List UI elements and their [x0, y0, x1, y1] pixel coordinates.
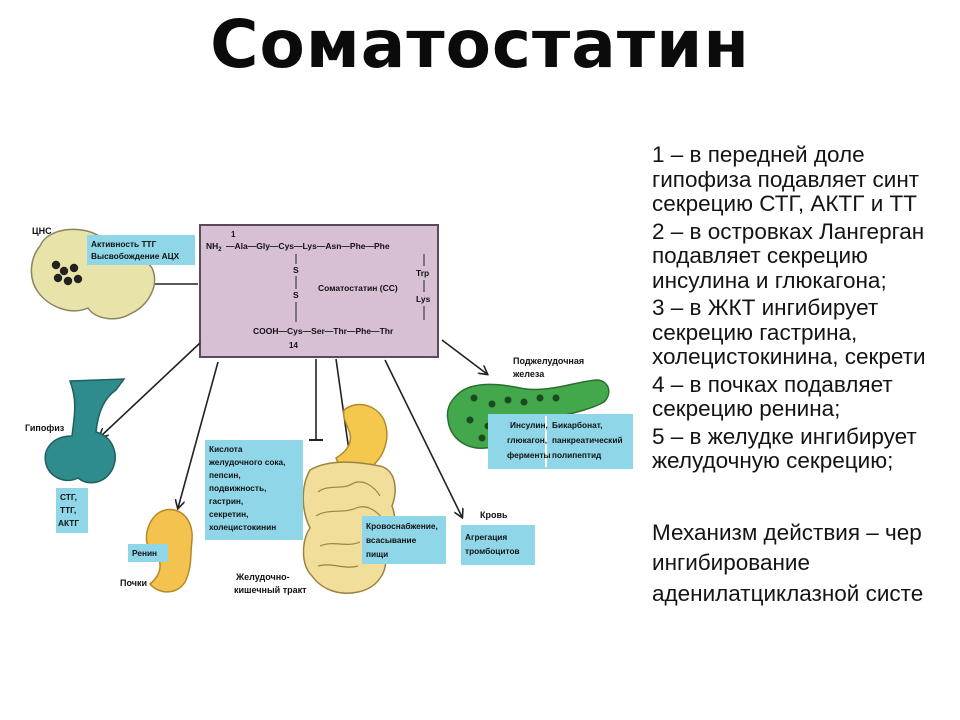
note-5-line-2: желудочную секрецию; [652, 448, 894, 473]
kidney-effect-line-1: Ренин [132, 548, 157, 558]
pancreas-right-line-2: панкреатический [552, 435, 623, 445]
page-title: Соматостатин [210, 6, 750, 83]
mechanism-line-2: ингибирование [652, 550, 810, 575]
stomach-effect-line-7: холецистокинин [209, 522, 276, 532]
arrow-to-pancreas [441, 339, 487, 374]
arrow-to-pituitary [100, 342, 201, 437]
stomach-effect-line-4: подвижность, [209, 483, 266, 493]
blood-group: Кровь Агрегация тромбоцитов [461, 510, 535, 565]
kidney-label: Почки [120, 578, 147, 588]
stomach-effect-line-1: Кислота [209, 444, 243, 454]
pancreas-left-line-2: глюкагон, [507, 435, 547, 445]
cns-effect-line-2: Высвобождение АЦХ [91, 251, 180, 261]
note-2-line-2: подавляет секрецию [652, 243, 868, 268]
note-3-line-1: 3 – в ЖКТ ингибирует [652, 295, 879, 320]
cns-effect-box [87, 235, 195, 265]
gut-effect-box [362, 516, 446, 564]
gut-effect-line-2: всасывание [366, 535, 417, 545]
peptide-number-14: 14 [289, 341, 298, 350]
pancreas-group: Поджелудочная железа Инсулин, глюкагон, … [446, 356, 633, 469]
cns-effect-line-1: Активность ТТГ [91, 239, 157, 249]
blood-effect-box [461, 525, 535, 565]
pancreas-effect-box [488, 414, 633, 469]
note-5-line-1: 5 – в желудке ингибирует [652, 423, 917, 449]
note-3: 3 – в ЖКТ ингибирует секрецию гастрина, … [652, 295, 960, 370]
blood-label: Кровь [480, 510, 508, 520]
arrow-to-kidney [178, 361, 219, 508]
note-2-line-1: 2 – в островках Лангерган [652, 218, 925, 244]
note-3-line-2: секрецию гастрина, [652, 319, 858, 345]
note-2: 2 – в островках Лангерган подавляет секр… [652, 218, 960, 294]
peptide-row-bottom: COOH—Cys—Ser—Thr—Phe—Thr [253, 326, 394, 336]
peptide-nh2: NH2 [206, 241, 222, 253]
blood-effect-line-2: тромбоцитов [465, 546, 520, 556]
arrow-to-blood [384, 359, 462, 517]
note-3-line-3: холецистокинина, секрети [652, 344, 926, 369]
peptide-sulfur-1: S [293, 265, 299, 275]
peptide-row-top: —Ala—Gly—Cys—Lys—Asn—Phe—Phe [226, 241, 390, 251]
peptide-sulfur-2: S [293, 290, 299, 300]
gut-effect-line-1: Кровоснабжение, [366, 521, 438, 531]
pituitary-effect-line-3: АКТГ [58, 518, 79, 528]
stomach-effect-line-2: желудочного сока, [208, 457, 285, 467]
mechanism-line-3: аденилатциклазной систе [652, 580, 924, 606]
cns-label: ЦНС [32, 226, 52, 236]
pancreas-label-line-2: железа [512, 369, 545, 379]
pituitary-organ [44, 378, 126, 484]
gut-group: Кислота желудочного сока, пепсин, подвиж… [205, 403, 446, 595]
gut-label-line-2: кишечный тракт [234, 585, 307, 595]
stomach-effect-line-3: пепсин, [209, 470, 241, 480]
pancreas-left-line-3: ферменты [507, 450, 551, 460]
pancreas-label-line-1: Поджелудочная [513, 356, 584, 366]
stomach-effect-line-5: гастрин, [209, 496, 243, 506]
gut-effect-line-3: пищи [366, 549, 388, 559]
cns-group: ЦНС Активность ТТГ Высвобождение АЦХ [30, 226, 195, 320]
note-4: 4 – в почках подавляет секрецию ренина; [652, 371, 960, 422]
note-1-line-3: секрецию СТГ, АКТГ и ТТ [652, 191, 918, 216]
note-1-line-2: гипофиза подавляет синт [652, 166, 920, 192]
peptide-name: Соматостатин (СС) [318, 283, 398, 293]
pituitary-effect-box [56, 488, 88, 533]
mechanism-of-action: Механизм действия – чер ингибирование ад… [652, 518, 960, 610]
note-5: 5 – в желудке ингибирует желудочную секр… [652, 423, 960, 474]
note-1: 1 – в передней доле гипофиза подавляет с… [652, 143, 960, 217]
stomach-effect-line-6: секретин, [209, 509, 248, 519]
peptide-lys: Lys [416, 294, 431, 304]
effects-notes: 1 – в передней доле гипофиза подавляет с… [652, 143, 960, 609]
mechanism-line-1: Механизм действия – чер [652, 519, 922, 545]
peptide-trp: Trp [416, 268, 429, 278]
kidney-group: Ренин Почки [120, 508, 193, 593]
pancreas-left-line-1: Инсулин, [510, 420, 548, 430]
pituitary-effect-line-2: ТТГ, [60, 505, 76, 515]
note-4-line-1: 4 – в почках подавляет [652, 371, 893, 397]
pancreas-right-line-3: полипептид [552, 450, 602, 460]
note-4-line-2: секрецию ренина; [652, 396, 841, 421]
pituitary-group: Гипофиз СТГ, ТТГ, АКТГ [25, 378, 126, 533]
note-2-line-3: инсулина и глюкагона; [652, 267, 887, 293]
peptide-number-1: 1 [231, 230, 236, 239]
pituitary-effect-line-1: СТГ, [60, 492, 77, 502]
peptide-structure-box: 1 NH2 —Ala—Gly—Cys—Lys—Asn—Phe—Phe S S T… [199, 224, 439, 358]
stomach-effect-box [205, 440, 303, 540]
note-1-line-1: 1 – в передней доле [652, 143, 865, 167]
kidney-effect-box [128, 544, 168, 562]
blood-effect-line-1: Агрегация [465, 532, 507, 542]
pituitary-label: Гипофиз [25, 423, 65, 433]
pancreas-right-line-1: Бикарбонат, [552, 420, 602, 430]
gut-label-line-1: Желудочно- [235, 572, 290, 582]
